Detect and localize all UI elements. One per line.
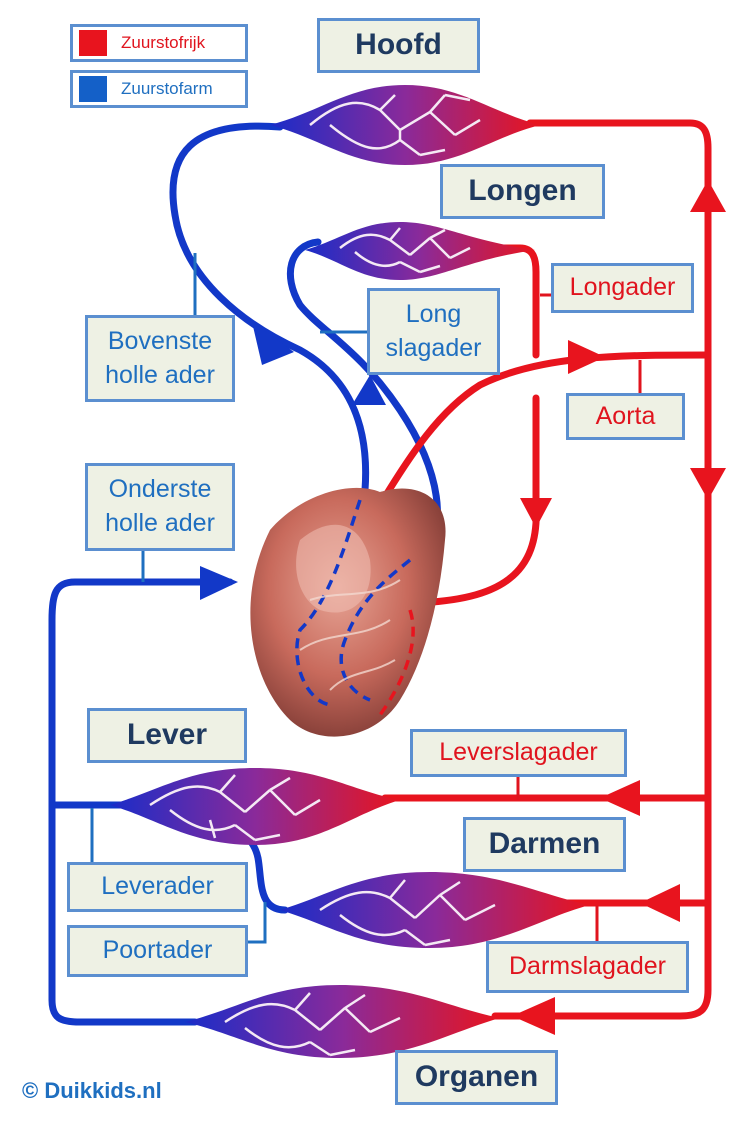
title-head: Hoofd xyxy=(317,18,480,73)
pulmonary-vein-to-heart xyxy=(411,501,540,607)
heart-illustration xyxy=(250,487,446,737)
copyright-text: © Duikkids.nl xyxy=(22,1078,162,1103)
flow-arrows xyxy=(200,180,726,1035)
aorta xyxy=(376,351,712,509)
title-lungs: Longen xyxy=(440,164,605,219)
capillary-bed-organs xyxy=(185,985,500,1058)
capillary-bed-liver xyxy=(110,768,400,845)
label-hepatic-artery: Leverslagader xyxy=(410,729,627,777)
aorta-arrow xyxy=(568,340,605,374)
label-connectors xyxy=(90,253,642,944)
up-arrow xyxy=(690,180,726,212)
inferior-vena-cava xyxy=(48,578,234,1026)
label-superior-vena-cava: Bovenste holle ader xyxy=(85,315,235,402)
label-pulmonary-vein: Longader xyxy=(551,263,694,313)
heart-shape xyxy=(250,487,446,737)
label-inferior-vena-cava-line2: holle ader xyxy=(105,509,215,537)
superior-vena-cava xyxy=(169,122,370,494)
label-inferior-vena-cava-line1: Onderste xyxy=(108,475,212,504)
legend-oxygen-rich: Zuurstofrijk xyxy=(70,24,248,62)
title-liver: Lever xyxy=(87,708,247,763)
label-superior-vena-cava-line2: holle ader xyxy=(105,360,215,389)
ivc-arrow xyxy=(200,566,238,600)
title-intestines: Darmen xyxy=(463,817,626,872)
label-portal-vein: Poortader xyxy=(67,925,248,977)
capillary-bed-head xyxy=(270,85,540,165)
legend-oxygen-rich-label: Zuurstofrijk xyxy=(121,33,206,52)
label-pulmonary-artery-line1: Long xyxy=(405,299,462,328)
legend-oxygen-poor-label: Zuurstofarm xyxy=(121,79,213,98)
down-arrow xyxy=(690,468,726,500)
title-organs: Organen xyxy=(395,1050,558,1105)
organs-arrow xyxy=(512,997,555,1035)
label-intestinal-artery: Darmslagader xyxy=(486,941,689,993)
svc-arrow xyxy=(252,322,294,365)
capillary-bed-lungs xyxy=(305,222,535,280)
red-swatch xyxy=(79,30,107,56)
label-hepatic-vein: Leverader xyxy=(67,862,248,912)
heart-blue-chamber-2 xyxy=(339,558,412,702)
heart-red-chamber xyxy=(378,609,415,717)
label-aorta: Aorta xyxy=(566,393,685,440)
head-to-right-loop xyxy=(491,119,712,1020)
intestinal-artery-arrow xyxy=(640,884,680,922)
heart-vessel-texture xyxy=(299,579,401,691)
label-inferior-vena-cava: Onderste holle ader xyxy=(85,463,235,551)
hepatic-artery-arrow xyxy=(600,780,640,816)
heart-highlight xyxy=(296,524,371,613)
pulmonary-vein-arrow xyxy=(520,498,552,528)
blue-swatch xyxy=(79,76,107,102)
label-superior-vena-cava-line1: Bovenste xyxy=(107,326,213,355)
legend-oxygen-poor: Zuurstofarm xyxy=(70,70,248,108)
pa-arrow xyxy=(352,375,386,405)
label-pulmonary-artery: Long slagader xyxy=(367,288,500,375)
capillary-bed-intestines xyxy=(280,872,590,948)
heart-blue-chamber xyxy=(295,499,362,707)
label-pulmonary-artery-line2: slagader xyxy=(385,333,482,362)
